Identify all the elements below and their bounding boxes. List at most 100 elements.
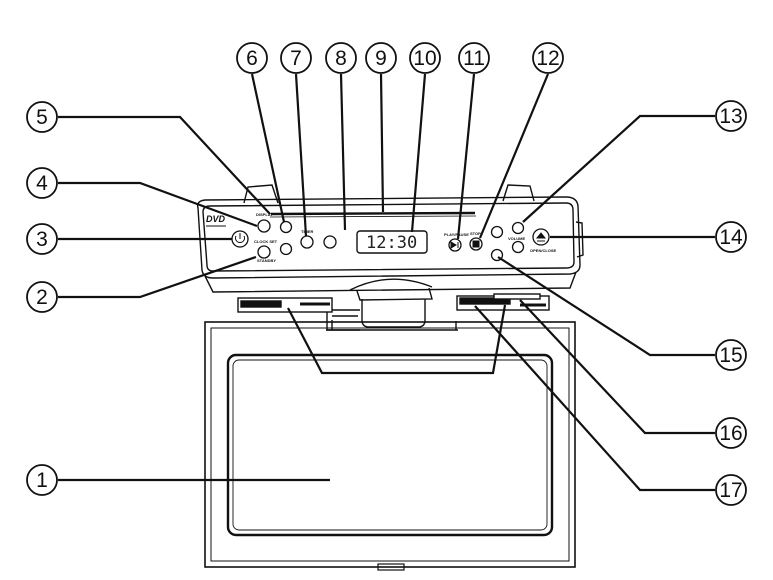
callout-number-8: 8: [335, 47, 347, 70]
open-close-label: OPEN/CLOSE: [530, 248, 557, 253]
callout-number-5: 5: [36, 106, 48, 129]
callout-number-14: 14: [719, 226, 743, 249]
center-hinge: [361, 299, 426, 328]
callout-number-6: 6: [246, 47, 258, 70]
setup-button[interactable]: [323, 235, 337, 249]
callout-number-17: 17: [719, 479, 742, 502]
callout-6: 6: [236, 42, 268, 74]
callout-circle-12: [532, 42, 564, 74]
hinge-bracket: [237, 293, 550, 331]
timer-button[interactable]: [300, 235, 314, 249]
callout-circle-10: [409, 42, 441, 74]
callout-number-16: 16: [719, 422, 742, 445]
callout-circle-1: [26, 464, 58, 496]
stop-icon: [472, 240, 480, 248]
callout-8: 8: [325, 42, 357, 74]
leader-8: [339, 73, 347, 231]
screen-latch: [377, 563, 405, 571]
callout-circle-8: [325, 42, 357, 74]
callout-14: 14: [715, 221, 747, 253]
callout-12: 12: [532, 42, 564, 74]
callout-circle-14: [715, 221, 747, 253]
callout-number-3: 3: [36, 228, 48, 251]
screen-housing: [204, 321, 576, 568]
body-base: [204, 271, 577, 293]
screen-display-area: [226, 353, 554, 537]
left-speaker: [237, 297, 333, 313]
leader-17: [474, 305, 715, 492]
callout-15: 15: [715, 339, 747, 371]
callout-number-11: 11: [463, 47, 485, 70]
clock-set-button[interactable]: [257, 245, 271, 259]
callout-number-12: 12: [536, 47, 559, 70]
clock-set-label: CLOCK SET: [254, 239, 278, 244]
lcd-screen: [204, 321, 576, 571]
callout-number-7: 7: [290, 47, 302, 70]
callout-11: 11: [458, 42, 490, 74]
play-pause-label: PLAY/PAUSE: [444, 232, 469, 237]
eject-icon: [535, 232, 547, 239]
leader-lines: [58, 73, 715, 492]
clock-display-text: 12:30: [366, 233, 417, 253]
leader-6: [250, 73, 286, 223]
center-light: [349, 278, 433, 291]
dvd-logo: DVD: [206, 214, 226, 224]
callout-5: 5: [26, 101, 58, 133]
callout-13: 13: [715, 100, 747, 132]
callout-circle-13: [715, 100, 747, 132]
callout-number-4: 4: [36, 172, 48, 195]
leader-2: [58, 255, 257, 299]
callout-7: 7: [280, 42, 312, 74]
callout-circle-9: [365, 42, 397, 74]
leader-12: [478, 73, 550, 239]
callout-circle-6: [236, 42, 268, 74]
leader-11: [456, 73, 476, 240]
callout-circle-16: [715, 417, 747, 449]
callout-17: 17: [715, 474, 747, 506]
timer-label: TIMER: [301, 229, 314, 234]
callout-circle-4: [26, 167, 58, 199]
callout-circle-7: [280, 42, 312, 74]
callout-number-9: 9: [375, 47, 387, 70]
callout-number-15: 15: [719, 344, 742, 367]
callout-circle-17: [715, 474, 747, 506]
callout-circle-5: [26, 101, 58, 133]
callout-number-2: 2: [36, 286, 48, 309]
callout-10: 10: [409, 42, 441, 74]
callout-16: 16: [715, 417, 747, 449]
leader-10: [410, 73, 427, 233]
volume-up-button[interactable]: [511, 221, 525, 235]
right-top-knob: [502, 184, 535, 202]
callout-circle-11: [458, 42, 490, 74]
leader-speakers: [287, 304, 507, 375]
enter-button[interactable]: [490, 225, 504, 239]
callout-3: 3: [26, 223, 58, 255]
leader-5: [58, 115, 271, 215]
front-panel: [202, 202, 575, 272]
leader-9: [379, 73, 385, 213]
volume-down-button[interactable]: [511, 240, 525, 254]
callout-number-13: 13: [719, 105, 742, 128]
callout-1: 1: [26, 464, 58, 496]
callout-2: 2: [26, 281, 58, 313]
callout-9: 9: [365, 42, 397, 74]
clock-display: [356, 230, 428, 254]
leader-13: [522, 114, 715, 223]
disc-slot: [270, 211, 476, 216]
callout-number-10: 10: [413, 47, 436, 70]
right-side-tab: [575, 221, 584, 258]
leader-16: [519, 299, 715, 435]
skip-back-button[interactable]: [279, 242, 293, 256]
power-icon: [235, 235, 245, 243]
callout-circle-3: [26, 223, 58, 255]
display-button[interactable]: [257, 219, 271, 233]
skip-forward-button[interactable]: [279, 220, 293, 234]
callout-circle-2: [26, 281, 58, 313]
stop-label: STOP: [470, 231, 481, 236]
leader-7: [294, 73, 308, 237]
volume-label: VOLUME: [508, 236, 525, 241]
leader-15: [497, 256, 715, 357]
play-icon: [450, 241, 457, 249]
